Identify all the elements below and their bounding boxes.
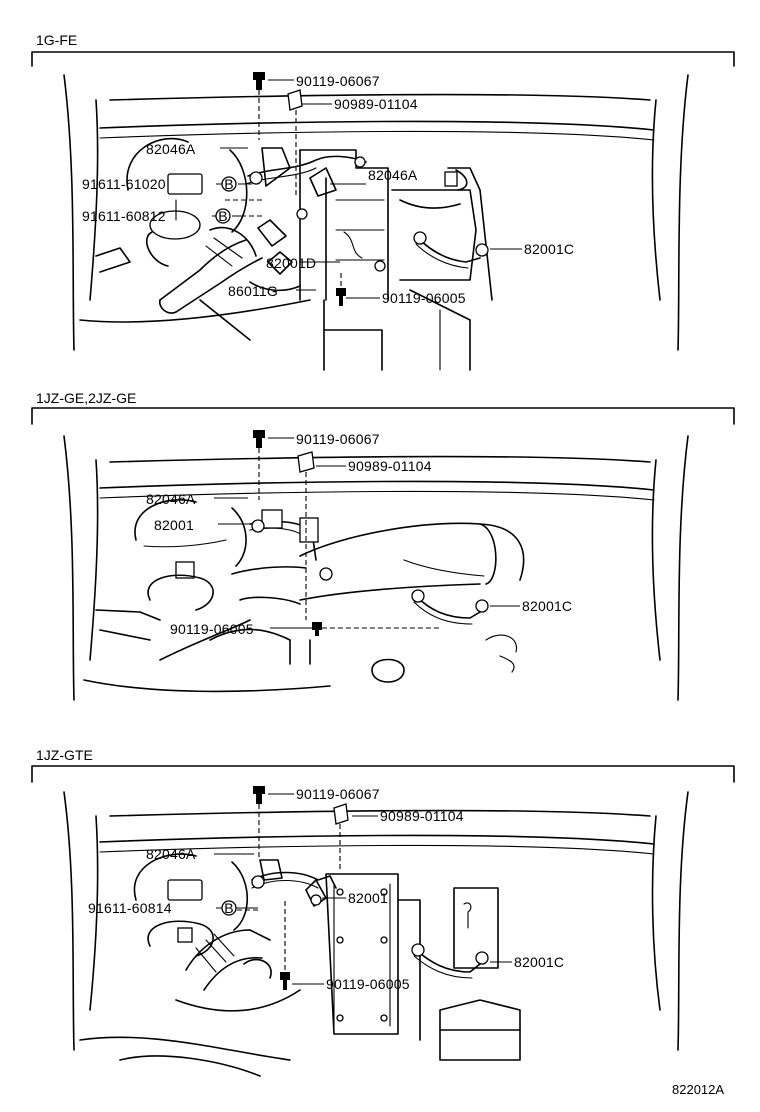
engine-bay-drawing: [63, 430, 689, 701]
part-label: 86011G: [228, 283, 278, 299]
panel-1jz-gte: 1JZ-GTE: [31, 747, 735, 1077]
part-label: 90119-06005: [326, 976, 410, 992]
part-label: 82001C: [514, 954, 564, 970]
panel-1g-fe: 1G-FE: [31, 32, 735, 371]
panel-title-1jz-gte: 1JZ-GTE: [36, 747, 93, 763]
part-label: 91611-61020: [82, 176, 166, 192]
part-label: 82001D: [266, 255, 316, 271]
part-label: 90989-01104: [334, 96, 418, 112]
panel-bracket: [31, 407, 735, 425]
part-label: 82046A: [368, 167, 418, 183]
part-label: 82001C: [522, 598, 572, 614]
part-label: 82046A: [146, 846, 196, 862]
part-label: 90989-01104: [380, 808, 464, 824]
part-label: 90119-06067: [296, 431, 380, 447]
engine-bay-drawing: [63, 786, 689, 1077]
circle-mark: B: [224, 176, 234, 192]
engine-bay-drawing: [63, 72, 689, 371]
panel-1jz-ge-2jz-ge: 1JZ-GE,2JZ-GE: [31, 390, 735, 701]
part-label: 82046A: [146, 141, 196, 157]
part-label: 91611-60812: [82, 208, 166, 224]
part-label: 90119-06067: [296, 73, 380, 89]
part-label: 82001: [348, 890, 388, 906]
panel-bracket: [31, 51, 735, 67]
circle-mark: B: [218, 208, 228, 224]
circle-mark: B: [224, 900, 234, 916]
figure-code: 822012A: [672, 1082, 724, 1097]
part-label: 90119-06005: [382, 290, 466, 306]
panel-title-1jz-ge: 1JZ-GE,2JZ-GE: [36, 390, 136, 406]
part-label: 82046A: [146, 491, 196, 507]
panel-title-1g-fe: 1G-FE: [36, 32, 77, 48]
part-label: 91611-60814: [88, 900, 172, 916]
part-label: 90989-01104: [348, 458, 432, 474]
part-label: 90119-06067: [296, 786, 380, 802]
part-label: 90119-06005: [170, 621, 254, 637]
part-label: 82001: [154, 517, 194, 533]
panel-bracket: [31, 765, 735, 783]
part-label: 82001C: [524, 241, 574, 257]
